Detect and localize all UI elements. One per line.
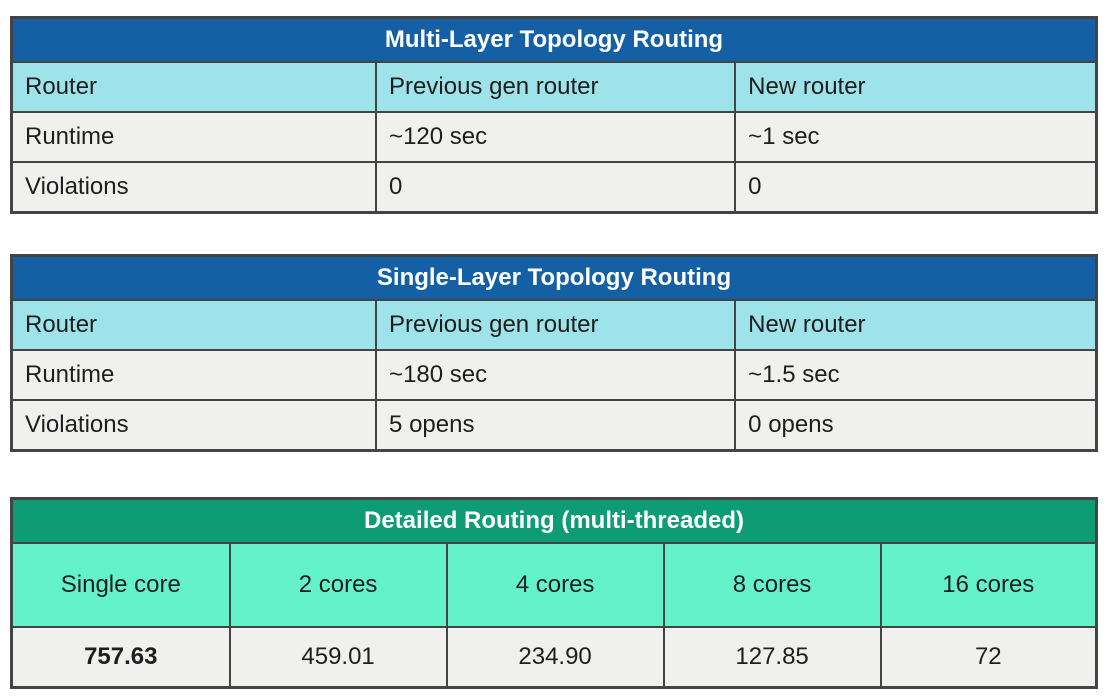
column-header-16-cores: 16 cores [879,542,1098,628]
column-header-router: Router [10,61,378,113]
column-header-row: Router Previous gen router New router [10,299,1098,351]
column-header-4-cores: 4 cores [445,542,665,628]
table-title: Detailed Routing (multi-threaded) [10,497,1098,544]
column-header-8-cores: 8 cores [662,542,882,628]
column-header-2-cores: 2 cores [228,542,448,628]
cell-2-cores-value: 459.01 [228,626,448,689]
cell-value: ~1.5 sec [734,349,1098,401]
row-label: Runtime [10,349,378,401]
spacer [10,452,1098,497]
table-row-runtime: Runtime ~120 sec ~1 sec [10,111,1098,163]
column-header-previous-gen-router: Previous gen router [375,61,737,113]
column-header-previous-gen-router: Previous gen router [375,299,737,351]
cell-8-cores-value: 127.85 [662,626,882,689]
cell-value: 0 [734,161,1098,214]
row-label: Violations [10,399,378,452]
cell-16-cores-value: 72 [879,626,1098,689]
column-header-row: Router Previous gen router New router [10,61,1098,113]
cell-value: 0 [375,161,737,214]
cell-value: 5 opens [375,399,737,452]
cell-single-core-value: 757.63 [10,626,231,689]
column-header-row: Single core 2 cores 4 cores 8 cores 16 c… [10,542,1098,628]
table-row-runtimes: 757.63 459.01 234.90 127.85 72 [10,626,1098,689]
table-row-violations: Violations 0 0 [10,161,1098,214]
cell-value: ~180 sec [375,349,737,401]
cell-4-cores-value: 234.90 [445,626,665,689]
column-header-new-router: New router [734,299,1098,351]
table-title: Multi-Layer Topology Routing [10,16,1098,63]
detailed-routing-table: Detailed Routing (multi-threaded) Single… [10,497,1098,689]
single-layer-topology-routing-table: Single-Layer Topology Routing Router Pre… [10,254,1098,452]
column-header-new-router: New router [734,61,1098,113]
spacer [10,214,1098,254]
row-label: Violations [10,161,378,214]
table-row-violations: Violations 5 opens 0 opens [10,399,1098,452]
table-row-runtime: Runtime ~180 sec ~1.5 sec [10,349,1098,401]
table-title: Single-Layer Topology Routing [10,254,1098,301]
cell-value: ~1 sec [734,111,1098,163]
column-header-single-core: Single core [10,542,231,628]
row-label: Runtime [10,111,378,163]
multi-layer-topology-routing-table: Multi-Layer Topology Routing Router Prev… [10,16,1098,214]
cell-value: ~120 sec [375,111,737,163]
cell-value: 0 opens [734,399,1098,452]
column-header-router: Router [10,299,378,351]
